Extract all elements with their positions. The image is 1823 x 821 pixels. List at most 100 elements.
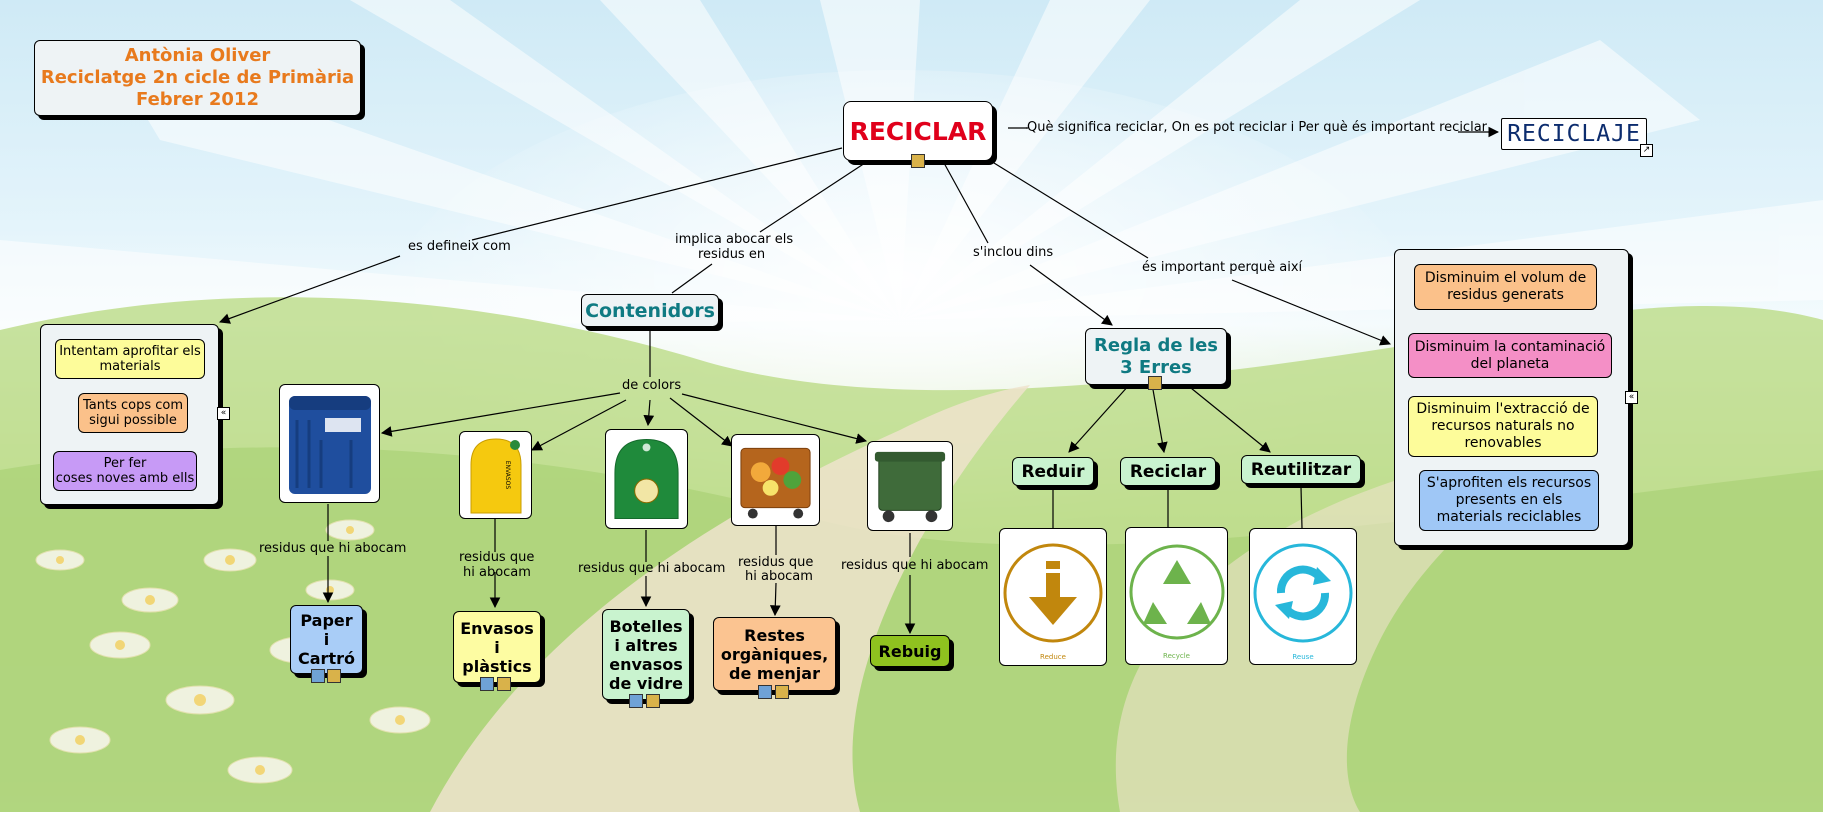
erre-reduir[interactable]: Reduir [1012, 457, 1094, 486]
erre-label: Reutilitzar [1250, 459, 1352, 480]
erre-label: Reduir [1021, 461, 1085, 482]
link-label-abocam-b: hi abocam [745, 569, 813, 584]
benefit-line: presents en els [1455, 492, 1563, 508]
svg-text:ENVASOS: ENVASOS [504, 461, 511, 490]
benefit-line: Disminuim l'extracció de [1416, 401, 1590, 417]
reduce-image: Reduce [999, 528, 1107, 666]
resource-doc-icon[interactable] [646, 694, 660, 708]
bin-line: i [323, 630, 330, 649]
bin-line: Envasos [460, 618, 534, 638]
collapse-left-icon[interactable]: « [217, 407, 230, 420]
link-label-abocam-b: hi abocam [463, 565, 531, 580]
yellow-container-image: ENVASOS [459, 431, 532, 519]
erre-reciclar[interactable]: Reciclar [1120, 457, 1216, 486]
green-container-image [605, 429, 688, 529]
reuse-caption: Reuse [1292, 652, 1314, 661]
regla-3-erres-node[interactable]: Regla de les 3 Erres [1085, 328, 1227, 385]
link-question-label: Què significa reciclar, On es pot recicl… [1027, 120, 1488, 135]
paper-bin-icon [288, 395, 371, 494]
link-label-important: és important perquè així [1142, 260, 1303, 275]
link-label-abocam: residus que hi abocam [578, 561, 726, 576]
definition-item[interactable]: Intentam aprofitar els materials [55, 339, 205, 379]
date-text: Febrer 2012 [136, 89, 259, 110]
link-label-abocam: residus que hi abocam [841, 558, 989, 573]
bin-line: de vidre [609, 673, 683, 693]
bin-line: plàstics [462, 656, 532, 676]
regla-title-line: Regla de les [1094, 334, 1218, 356]
reuse-image: Reuse [1249, 528, 1357, 665]
bin-line: Rebuig [878, 641, 942, 661]
plastics-bin-icon: ENVASOS [470, 438, 521, 514]
external-link-icon[interactable]: ↗ [1640, 144, 1653, 157]
benefit-item[interactable]: S'aprofiten els recursos presents en els… [1419, 470, 1599, 531]
root-concept-reciclar[interactable]: RECICLAR [843, 101, 993, 161]
bin-line: envasos [609, 654, 683, 674]
contenidors-node[interactable]: Contenidors [581, 294, 719, 327]
definition-item[interactable]: Per fer coses noves amb ells [53, 451, 197, 491]
benefit-line: recursos naturals no [1431, 418, 1575, 434]
bin-envasos-plastics[interactable]: Envasos i plàstics [453, 611, 541, 683]
definition-line: Tants cops com [82, 398, 184, 413]
image-resource-icon[interactable] [311, 669, 325, 683]
resource-doc-icon[interactable] [1148, 376, 1162, 390]
resource-doc-icon[interactable] [327, 669, 341, 683]
bin-line: de menjar [729, 663, 820, 683]
definition-group: Intentam aprofitar els materials Tants c… [40, 324, 219, 505]
collapse-right-icon[interactable]: « [1625, 391, 1638, 404]
resource-doc-icon[interactable] [911, 154, 925, 168]
link-label-abocam: residus que hi abocam [259, 541, 407, 556]
resource-doc-icon[interactable] [497, 677, 511, 691]
link-label-abocam-a: residus que [459, 550, 535, 565]
benefit-item[interactable]: Disminuim el volum de residus generats [1414, 264, 1597, 310]
contenidors-title: Contenidors [585, 299, 715, 322]
image-resource-icon[interactable] [758, 685, 772, 699]
recycle-symbol-icon [1129, 544, 1224, 640]
benefit-line: materials reciclables [1436, 509, 1582, 525]
benefit-item[interactable]: Disminuim l'extracció de recursos natura… [1408, 396, 1598, 457]
bin-line: Restes [744, 625, 805, 645]
recycle-image: Recycle [1125, 527, 1228, 665]
benefit-line: Disminuim la contaminació [1414, 338, 1606, 355]
blue-container-image [279, 384, 380, 503]
reuse-arrows-icon [1253, 543, 1353, 642]
definition-line: Intentam aprofitar els [59, 344, 201, 359]
regla-title-line: 3 Erres [1120, 356, 1192, 378]
erre-reutilitzar[interactable]: Reutilitzar [1241, 455, 1361, 484]
link-label-defineix: es defineix com [408, 239, 511, 254]
reduce-caption: Reduce [1040, 653, 1066, 661]
grey-container-image [867, 441, 953, 531]
image-resource-icon[interactable] [480, 677, 494, 691]
bin-organic[interactable]: Restes orgàniques, de menjar [713, 617, 836, 691]
benefit-item[interactable]: Disminuim la contaminació del planeta [1408, 333, 1612, 378]
author-name: Antònia Oliver [124, 45, 271, 66]
rebuig-bin-icon [874, 451, 946, 523]
image-resource-icon[interactable] [629, 694, 643, 708]
bin-vidre[interactable]: Botelles i altres envasos de vidre [602, 609, 690, 700]
erre-label: Reciclar [1129, 461, 1207, 482]
bin-line: Cartró [298, 649, 355, 668]
course-title: Reciclatge 2n cicle de Primària [40, 67, 355, 88]
benefit-line: renovables [1464, 435, 1542, 451]
bin-line: Paper [300, 611, 353, 630]
reduce-arrow-icon [1003, 543, 1103, 643]
definition-item[interactable]: Tants cops com sigui possible [78, 393, 188, 433]
organic-bin-icon [740, 447, 811, 519]
bin-line: orgàniques, [720, 644, 829, 664]
definition-line: coses noves amb ells [55, 471, 195, 486]
bin-line: Botelles [609, 616, 683, 636]
bin-rebuig[interactable]: Rebuig [870, 635, 950, 667]
benefits-group: Disminuim el volum de residus generats D… [1394, 249, 1629, 546]
bin-paper-cartro[interactable]: Paper i Cartró [290, 605, 363, 674]
link-label-inclou: s'inclou dins [973, 245, 1054, 260]
bin-line: i altres [614, 635, 678, 655]
benefit-line: S'aprofiten els recursos [1426, 475, 1592, 491]
resource-doc-icon[interactable] [775, 685, 789, 699]
definition-line: materials [99, 359, 161, 374]
brown-container-image [731, 434, 820, 526]
root-title: RECICLAR [849, 116, 987, 146]
link-label-abocam-a: residus que [738, 555, 814, 570]
reciclaje-link-node[interactable]: RECICLAJE [1501, 118, 1647, 150]
definition-line: Per fer [103, 456, 147, 471]
